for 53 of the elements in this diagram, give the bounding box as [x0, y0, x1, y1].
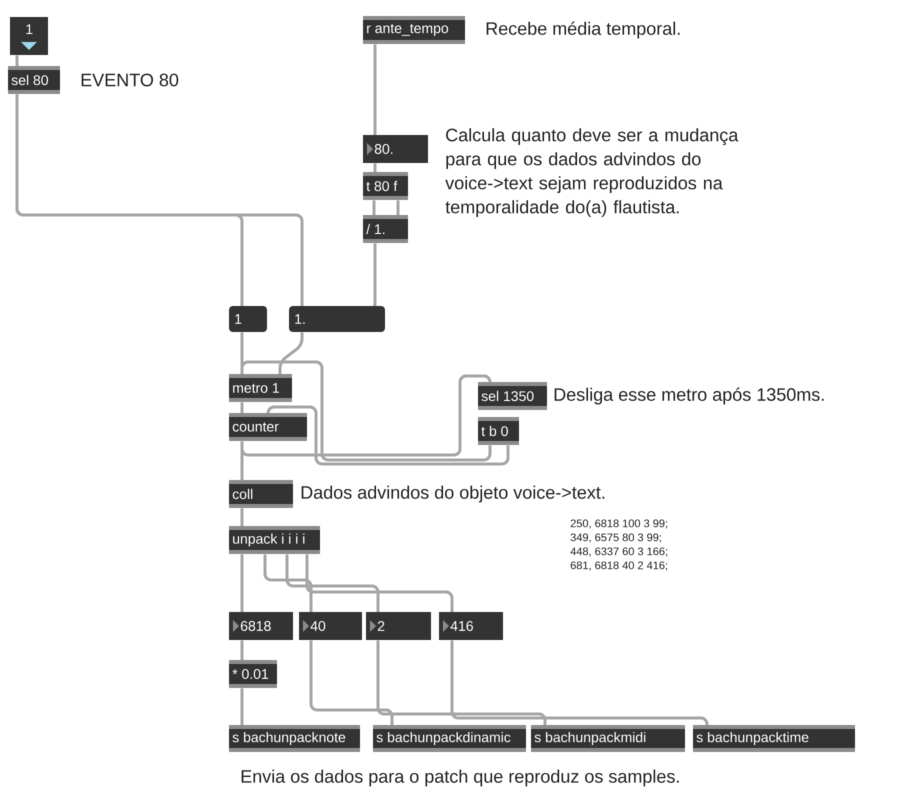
comment-text: Desliga esse metro após 1350ms.	[554, 388, 824, 404]
object-box: unpack i i i i	[229, 526, 320, 554]
object-box: r ante_tempo	[363, 16, 465, 44]
patch-cord	[240, 688, 244, 725]
comment-text: Envia os dados para o patch que reproduz os samples.	[242, 770, 679, 786]
number-box: 80.	[363, 135, 428, 163]
object-box: sel 1350	[478, 382, 547, 410]
code-line: 681, 6818 40 2 416;	[570, 561, 668, 571]
patch-cord	[240, 508, 244, 526]
patch-cord	[240, 402, 244, 413]
patch-cord	[240, 640, 244, 660]
number-box: 6818	[229, 612, 293, 640]
patch-cord	[264, 554, 312, 612]
patch-cord	[374, 44, 376, 135]
object-box: s bachunpacktime	[693, 725, 855, 752]
patch-cord	[16, 94, 304, 306]
message-box: 1	[229, 306, 267, 332]
patch-cord	[376, 640, 546, 725]
comment-text: Calcula quanto deve ser a mudança para que os dados advindos do voice->text sejam reproduzidos na temporalidade do(a) flautista.	[445, 128, 738, 217]
object-box: s bachunpackdinamic	[373, 725, 526, 752]
patch-cord	[286, 554, 380, 612]
number-box: 1	[10, 17, 48, 55]
patch-cord	[396, 200, 400, 215]
patch-cord	[374, 163, 376, 172]
object-box: s bachunpackmidi	[531, 725, 685, 752]
code-line: 349, 6575 80 3 99;	[570, 533, 661, 543]
comment-text: Recebe média temporal.	[486, 22, 680, 38]
patch-cord	[240, 554, 244, 612]
object-box: t b 0	[478, 417, 519, 445]
object-box: coll	[229, 480, 293, 508]
object-box: / 1.	[363, 215, 408, 243]
number-box: 2	[366, 612, 431, 640]
comment-text: Dados advindos do objeto voice->text.	[302, 486, 604, 502]
object-box: sel 80	[8, 66, 60, 94]
patch-cord	[240, 360, 492, 462]
object-box: s bachunpacknote	[229, 725, 360, 752]
patch-cord	[374, 243, 376, 306]
patch-cord	[372, 200, 376, 215]
code-line: 250, 6818 100 3 99;	[570, 519, 668, 529]
patch-cord	[278, 332, 304, 374]
code-line: 448, 6337 60 3 166;	[570, 547, 668, 557]
number-box: 416	[439, 612, 503, 640]
object-box: t 80 f	[363, 172, 408, 200]
comment-text: EVENTO 80	[82, 74, 178, 86]
message-box: 1.	[289, 306, 385, 332]
object-box: * 0.01	[229, 660, 277, 688]
object-box: metro 1	[229, 374, 292, 402]
patch-cord	[310, 640, 394, 725]
number-box: 40	[299, 612, 362, 640]
patch-cord	[266, 406, 510, 466]
patch-cord	[240, 441, 244, 480]
object-box: counter	[229, 413, 307, 441]
patch-cord	[16, 55, 18, 66]
